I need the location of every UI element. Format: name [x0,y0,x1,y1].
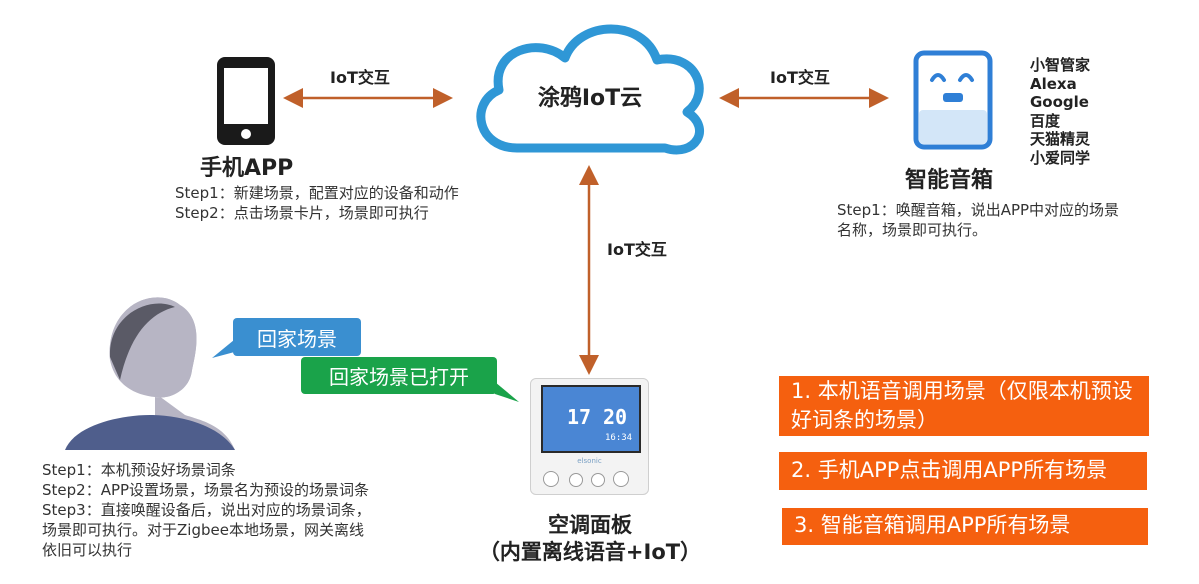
bubble-user-command: 回家场景 [233,318,361,356]
bubble-user-command-text: 回家场景 [257,326,337,351]
link-label-right: IoT交互 [770,68,830,87]
ac-fan-button[interactable] [591,473,605,487]
brand-item: 小爱同学 [1030,148,1091,167]
person-step-4: 场景即可执行。对于Zigbee本地场景，网关离线 [42,521,364,539]
person-step-3: Step3：直接唤醒设备后，说出对应的场景词条， [42,501,371,519]
phone-step-1: Step1：新建场景，配置对应的设备和动作 [175,184,459,202]
phone-steps: Step1：新建场景，配置对应的设备和动作 Step2：点击场景卡片，场景即可执… [175,183,459,223]
bubble-device-reply-text: 回家场景已打开 [329,365,469,389]
cloud-label: 涂鸦IoT云 [537,86,643,111]
phone-step-2: Step2：点击场景卡片，场景即可执行 [175,204,429,222]
ac-up-button[interactable] [613,471,629,487]
link-label-left: IoT交互 [330,68,390,87]
brand-item: 天猫精灵 [1030,130,1091,148]
note-box-1: 1. 本机语音调用场景（仅限本机预设好词条的场景） [779,376,1149,436]
panel-title: 空调面板 （内置离线语音+IoT） [470,512,710,566]
brand-item: 小智管家 [1030,56,1091,74]
speaker-brand-list: 小智管家 Alexa Google 百度 天猫精灵 小爱同学 [1030,56,1090,167]
person-step-1: Step1：本机预设好场景词条 [42,461,236,479]
phone-icon [217,57,275,145]
bubble-green-tail [495,382,519,402]
person-icon [65,297,235,450]
panel-title-line2: （内置离线语音+IoT） [478,540,702,564]
ac-brand-label: elsonic [577,457,602,465]
note-box-2: 2. 手机APP点击调用APP所有场景 [779,452,1147,490]
ac-panel-screen: 17 20 16:34 [541,385,641,453]
bubble-blue-tail [212,340,242,358]
speaker-steps: Step1：唤醒音箱，说出APP中对应的场景 名称，场景即可执行。 [837,200,1119,240]
speaker-step-2: 名称，场景即可执行。 [837,221,988,239]
speaker-title: 智能音箱 [905,168,994,193]
brand-item: 百度 [1030,111,1061,130]
brand-item: Google [1030,93,1089,111]
person-steps: Step1：本机预设好场景词条 Step2：APP设置场景，场景名为预设的场景词… [42,460,371,560]
person-step-2: Step2：APP设置场景，场景名为预设的场景词条 [42,481,370,499]
note-box-3: 3. 智能音箱调用APP所有场景 [782,508,1148,545]
brand-item: Alexa [1030,74,1077,93]
ac-power-button[interactable] [543,471,559,487]
ac-set-temp: 17 [567,405,592,429]
ac-panel-device: 17 20 16:34 elsonic [530,378,649,495]
bubble-device-reply: 回家场景已打开 [301,357,497,394]
cloud-icon [476,24,704,155]
link-label-down: IoT交互 [607,240,667,259]
ac-clock: 16:34 [605,433,633,443]
phone-title: 手机APP [200,156,294,181]
ac-room-temp: 20 [603,405,628,429]
ac-mode-button[interactable] [569,473,583,487]
smart-speaker-icon [913,50,993,150]
speaker-step-1: Step1：唤醒音箱，说出APP中对应的场景 [837,201,1120,219]
person-step-5: 依旧可以执行 [42,541,133,559]
panel-title-line1: 空调面板 [548,513,632,537]
